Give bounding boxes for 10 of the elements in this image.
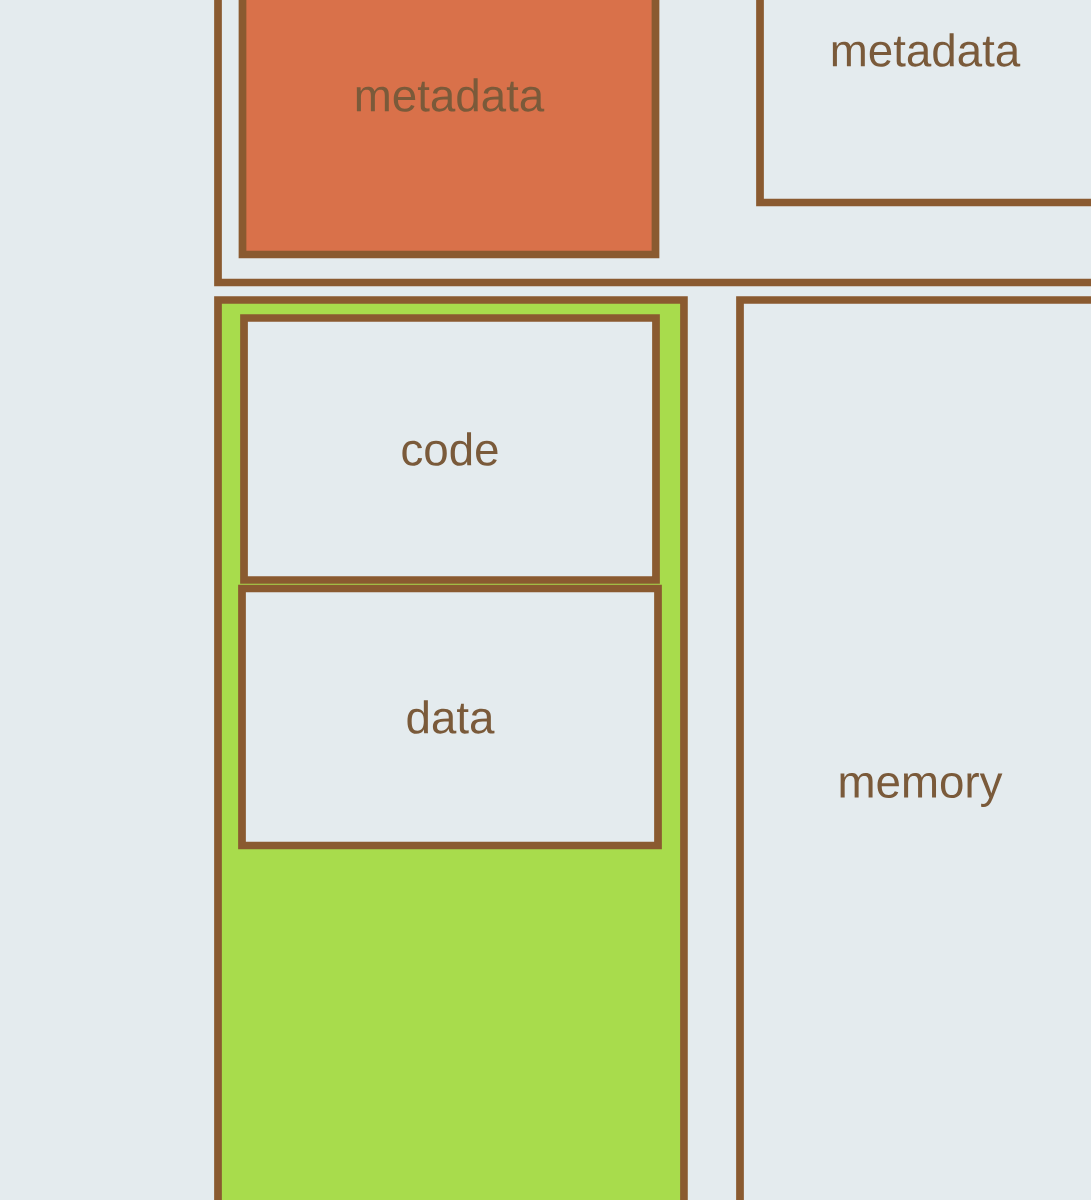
text-box	[736, 296, 1091, 1200]
text-box	[240, 314, 660, 584]
box-label: data	[407, 700, 495, 734]
box-label: memory	[840, 772, 1003, 808]
text-box	[756, 0, 1091, 207]
box-label: metadata	[356, 78, 545, 112]
box-label: code	[402, 432, 498, 466]
text-box	[238, 584, 662, 850]
box-label: metadata	[832, 33, 1021, 67]
text-box	[238, 0, 660, 259]
